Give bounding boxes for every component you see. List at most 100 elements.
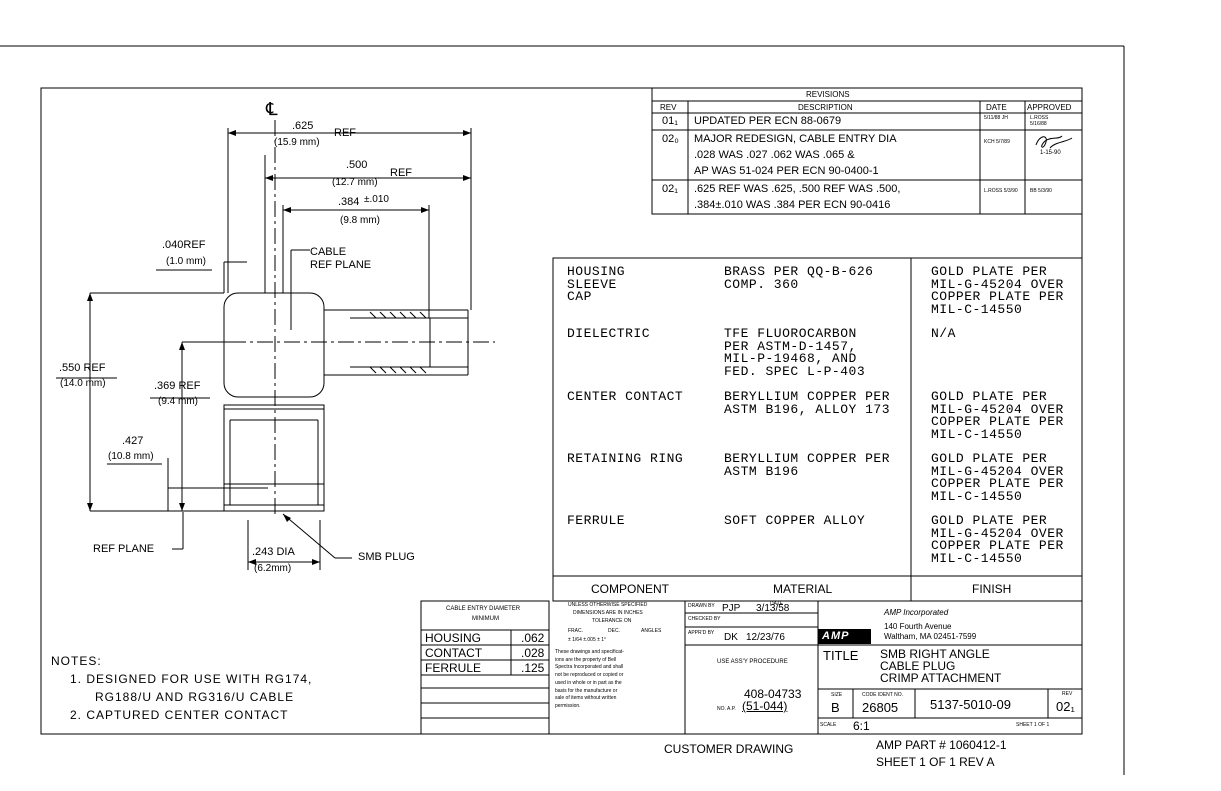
approved-by: DK xyxy=(724,632,738,643)
rev-row-2-desc-3: AP WAS 51-024 PER ECN 90-0400-1 xyxy=(694,165,879,177)
cable-entry-title: CABLE ENTRY DIAMETER xyxy=(446,606,521,612)
mat-row-1-component: HOUSING SLEEVE CAP xyxy=(567,264,626,304)
dim-369-mm: (9.4 mm) xyxy=(158,396,198,407)
size-value: B xyxy=(831,700,840,715)
tol-dec: DEC. xyxy=(608,628,620,634)
note-1-line-2: RG188/U AND RG316/U CABLE xyxy=(95,690,295,704)
footer-sheet: SHEET 1 OF 1 REV A xyxy=(876,755,995,769)
rev-row-1-desc: UPDATED PER ECN 88-0679 xyxy=(694,115,842,127)
mat-row-2-material: TFE FLUOROCARBON PER ASTM-D-1457, MIL-P-… xyxy=(724,326,866,379)
title-label: TITLE xyxy=(823,648,859,663)
drawn-date: 3/13/58 xyxy=(756,603,790,614)
revisions-header: REVISIONS xyxy=(806,90,850,99)
rev-row-1-rev: 01₁ xyxy=(662,115,678,127)
unless-line-2: DIMENSIONS ARE IN INCHES xyxy=(573,610,643,616)
checked-by-label: CHECKED BY xyxy=(688,616,721,622)
cable-entry-ferrule-value: .125 xyxy=(521,661,545,675)
company-name: AMP Incorporated xyxy=(884,608,949,617)
mat-footer-material: MATERIAL xyxy=(773,582,833,596)
note-2: 2. CAPTURED CENTER CONTACT xyxy=(70,708,289,722)
amp-part-number: AMP PART # 1060412-1 xyxy=(876,738,1007,752)
drawn-by: PJP xyxy=(722,603,741,614)
dim-500-mm: (12.7 mm) xyxy=(332,177,378,188)
dim-625-mm: (15.9 mm) xyxy=(274,137,320,148)
tol-values: ± 1/64 ±.005 ± 1° xyxy=(568,637,607,643)
mat-footer-component: COMPONENT xyxy=(591,582,669,596)
cable-entry-subtitle: MINIMUM xyxy=(472,616,499,622)
dim-369: .369 REF xyxy=(154,380,201,392)
rev-row-2-desc-2: .028 WAS .027 .062 WAS .065 & xyxy=(694,149,855,161)
mat-row-5-finish: GOLD PLATE PER MIL-G-45204 OVER COPPER P… xyxy=(931,513,1064,566)
rev-row-1-approved: L.ROSS 5/16/88 xyxy=(1030,115,1049,127)
customer-drawing-label: CUSTOMER DRAWING xyxy=(664,742,794,756)
tol-frac: FRAC. xyxy=(568,628,583,634)
cable-entry-contact: CONTACT xyxy=(425,646,483,660)
drawing-number: 5137-5010-09 xyxy=(930,697,1011,712)
company-address-2: Waltham, MA 02451-7599 xyxy=(884,632,977,641)
cable-entry-contact-value: .028 xyxy=(521,646,545,660)
signature-mark xyxy=(1035,135,1073,149)
centerline-symbol: ℄ xyxy=(266,99,278,119)
smb-plug-label: SMB PLUG xyxy=(358,551,415,563)
title-line-2: CABLE PLUG xyxy=(880,659,956,673)
rev-row-3-date: L.ROSS 5/3/90 xyxy=(984,188,1018,194)
dim-243-mm: (6.2mm) xyxy=(254,563,292,574)
dim-550: .550 REF xyxy=(59,362,106,374)
mat-row-4-material: BERYLLIUM COPPER PER ASTM B196 xyxy=(724,451,891,479)
rev-label: REV xyxy=(1062,691,1073,697)
unless-line-3: TOLERANCE ON xyxy=(592,618,632,624)
dim-384-tol: ±.010 xyxy=(364,194,389,205)
amp-logo-block xyxy=(818,629,871,644)
rev-value: 02₁ xyxy=(1056,699,1075,714)
mat-row-3-component: CENTER CONTACT xyxy=(567,389,684,404)
notes-title: NOTES: xyxy=(51,654,102,668)
mat-row-5-material: SOFT COPPER ALLOY xyxy=(724,513,866,528)
rev-col-header: REV xyxy=(660,103,677,112)
mat-row-4-component: RETAINING RING xyxy=(567,451,684,466)
rev-row-3-approved: BB 5/3/90 xyxy=(1030,188,1052,194)
unless-line-1: UNLESS OTHERWISE SPECIFIED xyxy=(568,602,648,608)
company-address-1: 140 Fourth Avenue xyxy=(884,622,952,631)
mat-row-4-finish: GOLD PLATE PER MIL-G-45204 OVER COPPER P… xyxy=(931,451,1064,504)
rev-row-3-desc-1: .625 REF WAS .625, .500 REF WAS .500, xyxy=(694,183,901,195)
rev-row-3-rev: 02₁ xyxy=(662,183,678,195)
dim-500-ref: REF xyxy=(390,167,412,179)
dim-550-mm: (14.0 mm) xyxy=(60,378,106,389)
approved-col-header: APPROVED xyxy=(1027,103,1072,112)
cage-code: 26805 xyxy=(862,700,899,715)
mat-row-2-finish: N/A xyxy=(931,326,956,341)
date-col-header: DATE xyxy=(986,103,1007,112)
dim-427-mm: (10.8 mm) xyxy=(108,451,154,462)
dim-040-mm: (1.0 mm) xyxy=(166,256,206,267)
approved-date: 12/23/76 xyxy=(746,632,785,643)
ap-label: NO. A.P. xyxy=(717,706,736,712)
use-assy-procedure: USE ASS'Y PROCEDURE xyxy=(717,659,788,665)
drawn-by-label: DRAWN BY xyxy=(688,603,715,609)
procedure-number: 408-04733 xyxy=(744,687,802,701)
title-line-1: SMB RIGHT ANGLE xyxy=(880,647,990,661)
dim-384-mm: (9.8 mm) xyxy=(340,215,380,226)
size-label: SIZE xyxy=(831,692,843,698)
sheet-small: SHEET 1 OF 1 xyxy=(1016,722,1050,728)
rev-row-2-desc-1: MAJOR REDESIGN, CABLE ENTRY DIA xyxy=(694,133,897,145)
cable-ref-label-1: CABLE xyxy=(310,246,347,258)
date-label: DATE xyxy=(770,601,783,607)
mat-row-5-component: FERRULE xyxy=(567,513,626,528)
rev-row-2-rev: 02₀ xyxy=(662,133,679,145)
dim-427: .427 xyxy=(122,435,144,447)
mat-row-1-material: BRASS PER QQ-B-626 COMP. 360 xyxy=(724,264,874,292)
amp-logo: AMP xyxy=(822,630,850,642)
mat-row-3-material: BERYLLIUM COPPER PER ASTM B196, ALLOY 17… xyxy=(724,389,891,417)
scale-value: 6:1 xyxy=(853,719,870,733)
mat-row-1-finish: GOLD PLATE PER MIL-G-45204 OVER COPPER P… xyxy=(931,264,1064,317)
dim-500: .500 xyxy=(346,159,368,171)
ap-number: (51-044) xyxy=(742,699,788,713)
dim-040: .040REF xyxy=(162,239,206,251)
rev-row-1-date: 5/11/88 JH xyxy=(984,115,1008,121)
tol-angles: ANGLES xyxy=(641,628,662,634)
note-1-line-1: 1. DESIGNED FOR USE WITH RG174, xyxy=(70,672,313,686)
cable-entry-ferrule: FERRULE xyxy=(425,661,482,675)
mat-row-2-component: DIELECTRIC xyxy=(567,326,651,341)
mat-footer-finish: FINISH xyxy=(972,582,1012,596)
